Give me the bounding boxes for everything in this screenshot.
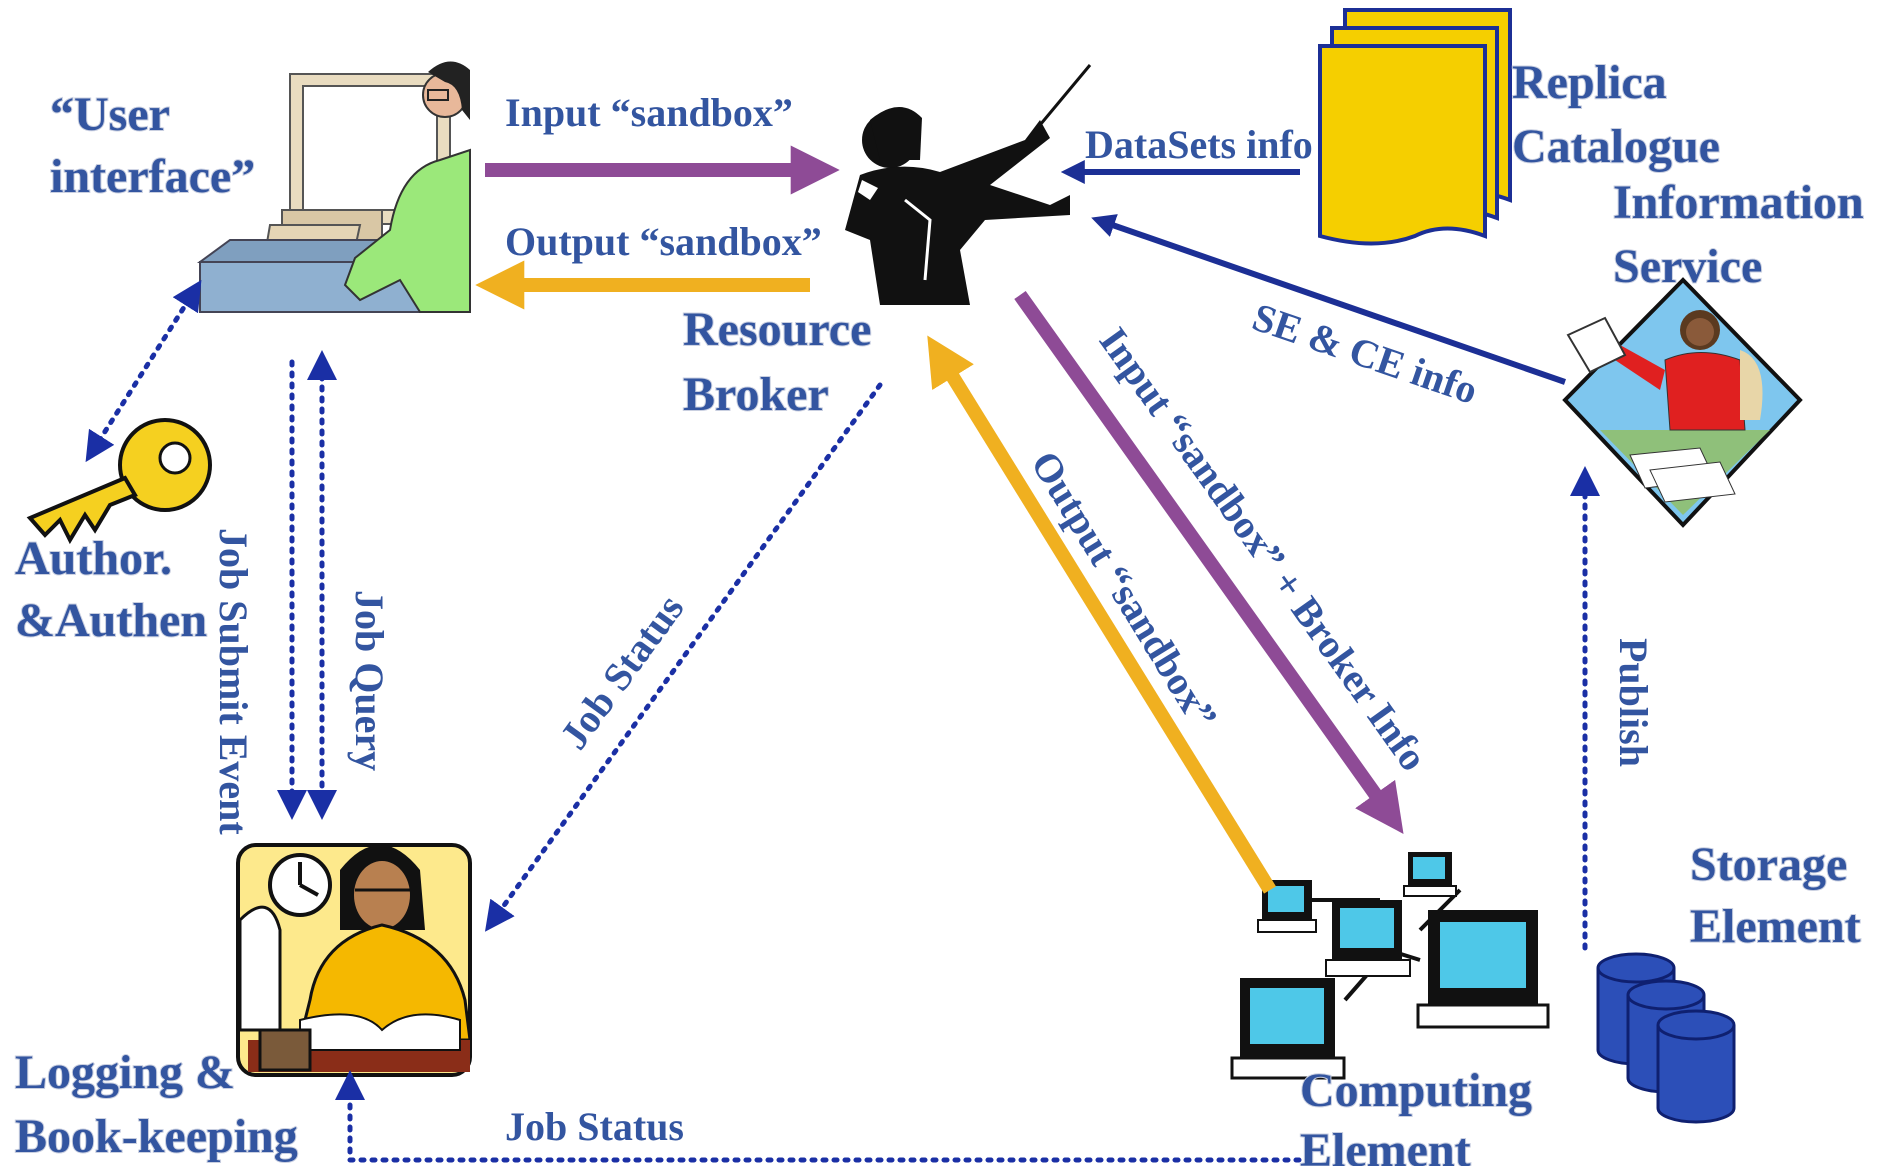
document-stack-icon <box>1318 8 1512 246</box>
auth-label: Author. &Authen <box>15 532 207 647</box>
se-ce-info-arrow <box>1091 214 1566 385</box>
storage-element-label: Storage Element <box>1690 838 1861 953</box>
conductor-icon <box>845 64 1092 305</box>
logging-label: Logging & Book-keeping <box>15 1046 298 1163</box>
information-service-label: Information Service <box>1613 176 1876 293</box>
user-computer-icon <box>196 61 471 313</box>
input-sandbox-broker-label: Input “sandbox” + Broker Info <box>1091 319 1437 779</box>
input-sandbox-broker-arrow <box>1014 290 1404 834</box>
computing-element-label: Computing Element <box>1300 1064 1544 1166</box>
output-sandbox-ce-arrow <box>927 335 1276 894</box>
job-submit-event-label: Job Submit Event <box>211 528 256 835</box>
job-status-bottom-label: Job Status <box>505 1104 684 1149</box>
auth-dotted-arrow <box>85 279 202 463</box>
replica-catalogue-label: Replica Catalogue <box>1512 56 1720 173</box>
input-sandbox-label: Input “sandbox” <box>505 90 793 135</box>
computer-network-icon <box>1230 852 1550 1080</box>
job-query-label: Job Query <box>347 590 392 771</box>
user-interface-label: “User interface” <box>50 88 255 203</box>
job-status-rb-arrow <box>484 382 883 932</box>
resource-broker-label: Resource Broker <box>683 303 883 421</box>
output-sandbox-label: Output “sandbox” <box>505 219 822 264</box>
publish-label: Publish <box>1611 638 1656 767</box>
information-service-icon <box>1562 277 1803 528</box>
key-icon <box>26 418 212 545</box>
storage-cylinders-icon <box>1596 952 1736 1124</box>
datasets-info-label: DataSets info <box>1085 122 1313 167</box>
job-status-bottom-arrow <box>335 1070 1313 1163</box>
logging-bookkeeping-icon <box>236 843 472 1077</box>
